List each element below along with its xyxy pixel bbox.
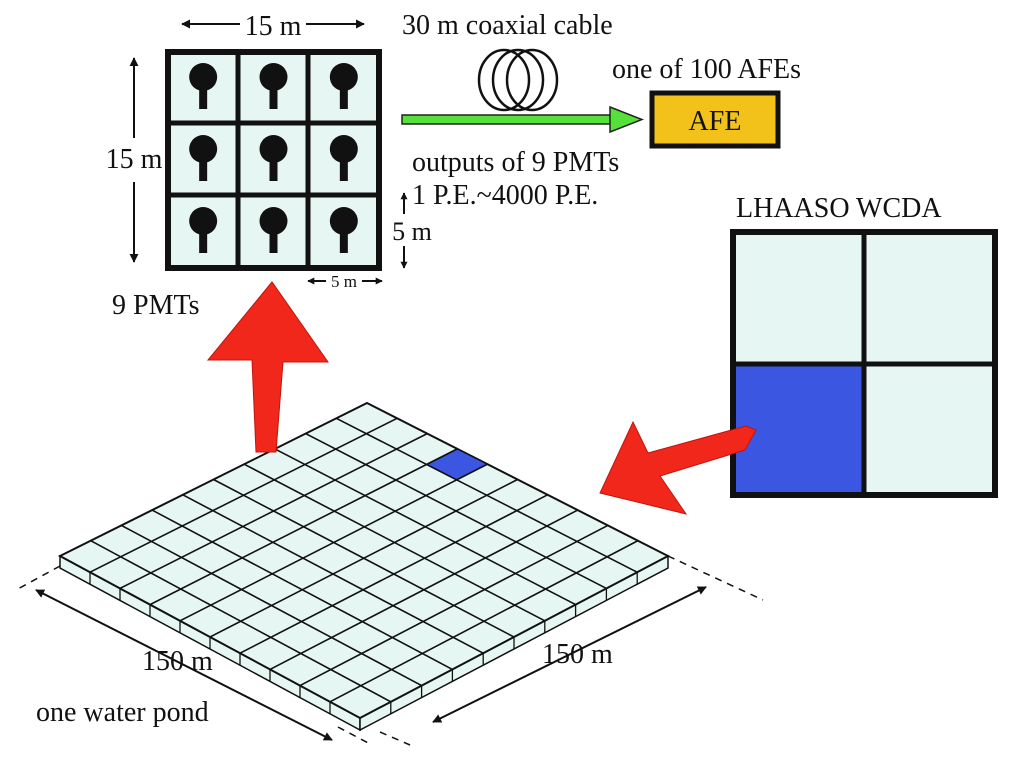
pond-label: one water pond	[36, 697, 209, 728]
pmt-icon	[259, 135, 288, 181]
pmt-icon	[189, 63, 218, 109]
cell-height-label: 15 m	[106, 144, 163, 175]
afe-label: AFE	[689, 106, 742, 137]
pond-width-dimension-right	[432, 586, 707, 723]
pmt-icon	[189, 207, 218, 253]
pmts-label: 9 PMTs	[112, 290, 200, 321]
pond-width-dimension-left	[35, 589, 333, 741]
pmt-icon	[189, 135, 218, 181]
wcda-label: LHAASO WCDA	[736, 193, 942, 224]
pmt-group	[189, 63, 358, 253]
wcda-grid	[730, 229, 998, 498]
pond-grid-line	[274, 448, 576, 606]
pond-width-label-right: 150 m	[542, 639, 613, 670]
pond-width-label-left: 150 m	[142, 646, 213, 677]
zoom-arrow-left	[599, 420, 757, 515]
pmt-cell	[165, 49, 382, 271]
pmt-icon	[259, 207, 288, 253]
pond-dimension-guides	[15, 555, 764, 746]
sub-height-label: 5 m	[392, 217, 432, 246]
cable-arrow	[401, 105, 645, 134]
wcda-quadrant	[864, 232, 995, 364]
afe-box	[649, 90, 781, 149]
pond-grid-line	[305, 432, 607, 590]
pmt-icon	[329, 63, 358, 109]
water-pond	[57, 401, 671, 732]
cable-label: 30 m coaxial cable	[402, 10, 613, 41]
sub-width-label: 5 m	[331, 272, 357, 291]
outputs-label: outputs of 9 PMTs	[412, 147, 619, 178]
zoom-arrow-up	[206, 281, 329, 453]
wcda-quadrant	[864, 364, 995, 495]
wcda-quadrant	[733, 232, 864, 364]
cell-width-label: 15 m	[245, 11, 302, 42]
pmt-icon	[329, 207, 358, 253]
afe-count-label: one of 100 AFEs	[612, 54, 801, 85]
pond-grid-line	[335, 417, 638, 573]
pmt-icon	[259, 63, 288, 109]
pe-range-label: 1 P.E.~4000 P.E.	[412, 180, 598, 211]
pmt-icon	[329, 135, 358, 181]
coaxial-cable-icon	[477, 48, 559, 112]
